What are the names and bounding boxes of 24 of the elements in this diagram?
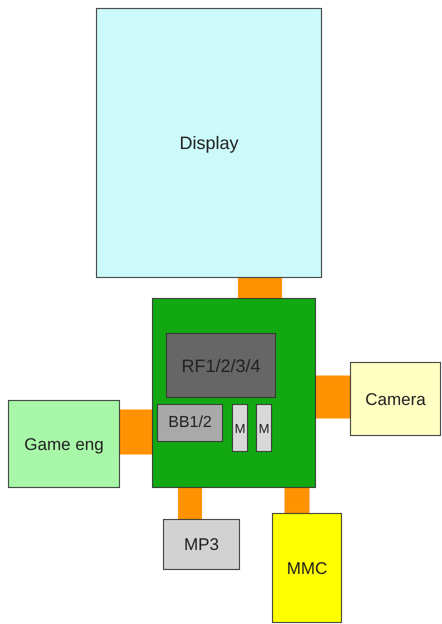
chip-box (157, 404, 223, 442)
node-label: Display (179, 134, 239, 152)
memory-chip (256, 404, 272, 452)
connector (316, 376, 350, 418)
node-label: Camera (365, 390, 426, 408)
node-label: MP3 (184, 536, 219, 553)
module-box (272, 513, 342, 623)
module-box (163, 519, 240, 570)
circuit-board (152, 298, 316, 488)
node-label: MMC (286, 560, 328, 576)
display-box (96, 8, 322, 278)
module-box (8, 400, 120, 488)
connector (238, 278, 282, 298)
node-label: M (258, 422, 270, 434)
connector (178, 488, 202, 519)
connector (120, 410, 152, 454)
node-label: Game eng (24, 436, 104, 452)
memory-chip (232, 404, 248, 452)
node-label: M (234, 422, 246, 434)
node-label: BB1/2 (168, 415, 212, 431)
chip-box (166, 333, 276, 398)
module-box (350, 362, 441, 436)
connector (284, 488, 310, 513)
node-label: RF1/2/3/4 (181, 356, 261, 374)
